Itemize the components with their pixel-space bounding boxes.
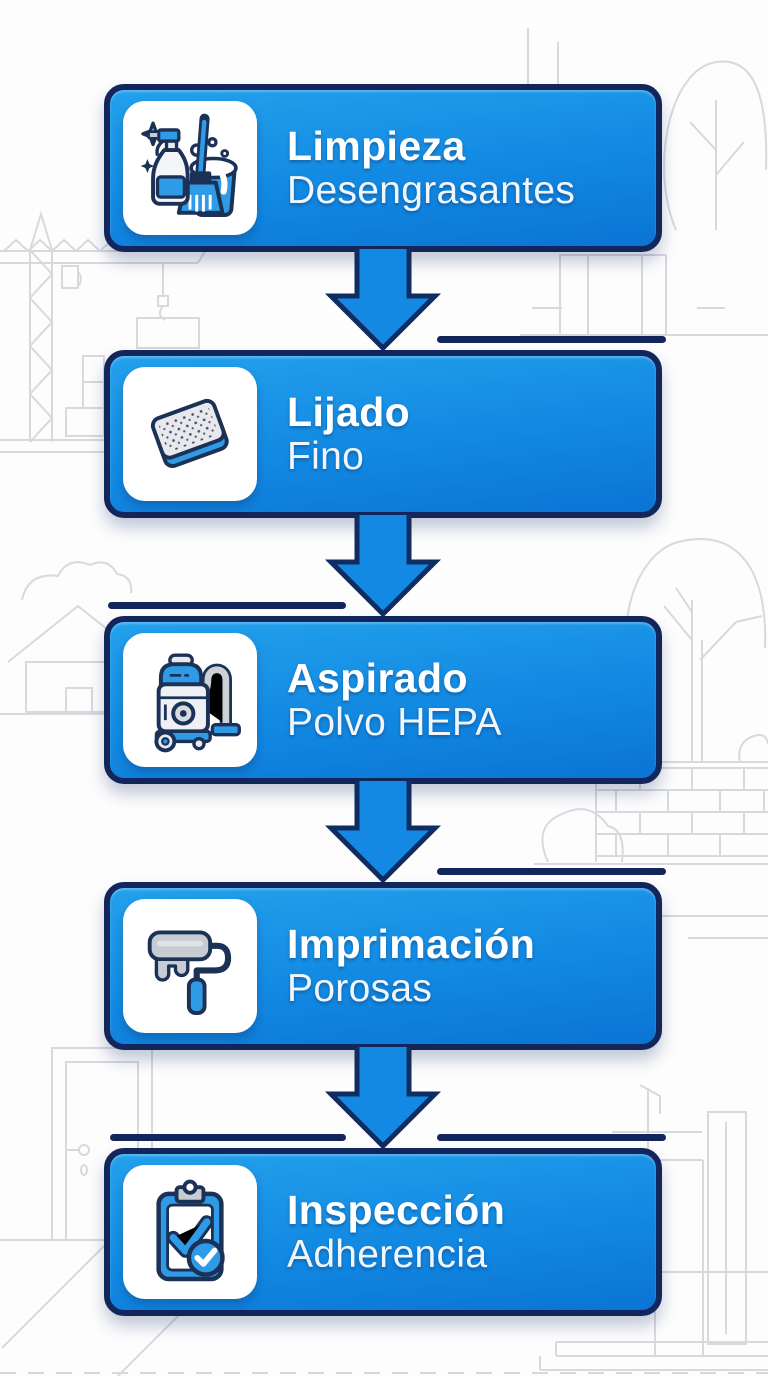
clipboard-check-icon — [156, 1179, 225, 1282]
step-2-icon-tile — [123, 367, 257, 501]
accent-line — [437, 1134, 666, 1141]
paint-roller-icon — [147, 930, 232, 1015]
flowchart-step-card-3: Aspirado Polvo HEPA — [104, 616, 662, 784]
step-title: Inspección — [287, 1186, 506, 1233]
sandpaper-icon — [150, 398, 229, 469]
step-title: Limpieza — [287, 122, 466, 169]
accent-line — [110, 1134, 346, 1141]
vacuum-cleaner-icon — [154, 653, 241, 753]
flowchart-step-card-5: Inspección Adherencia — [104, 1148, 662, 1316]
step-subtitle: Adherencia — [287, 1233, 488, 1277]
step-title: Imprimación — [287, 920, 536, 967]
step-3-icon-tile — [123, 633, 257, 767]
flow-arrow-down-icon — [324, 515, 442, 618]
flow-arrow-down-icon — [324, 249, 442, 352]
accent-line — [437, 336, 666, 343]
step-title: Aspirado — [287, 654, 468, 701]
step-1-icon-tile — [123, 101, 257, 235]
flowchart-step-card-1: Limpieza Desengrasantes — [104, 84, 662, 252]
flow-arrow-down-icon — [324, 781, 442, 884]
flowchart-step-card-4: Imprimación Porosas — [104, 882, 662, 1050]
step-subtitle: Polvo HEPA — [287, 701, 502, 745]
accent-line — [437, 868, 666, 875]
step-subtitle: Desengrasantes — [287, 169, 576, 213]
flow-arrow-down-icon — [324, 1047, 442, 1150]
flowchart-step-card-2: Lijado Fino — [104, 350, 662, 518]
accent-line — [108, 602, 346, 609]
step-subtitle: Fino — [287, 435, 365, 479]
step-title: Lijado — [287, 388, 411, 435]
cleaning-supplies-icon — [140, 113, 238, 218]
step-4-icon-tile — [123, 899, 257, 1033]
step-5-icon-tile — [123, 1165, 257, 1299]
step-subtitle: Porosas — [287, 967, 433, 1011]
